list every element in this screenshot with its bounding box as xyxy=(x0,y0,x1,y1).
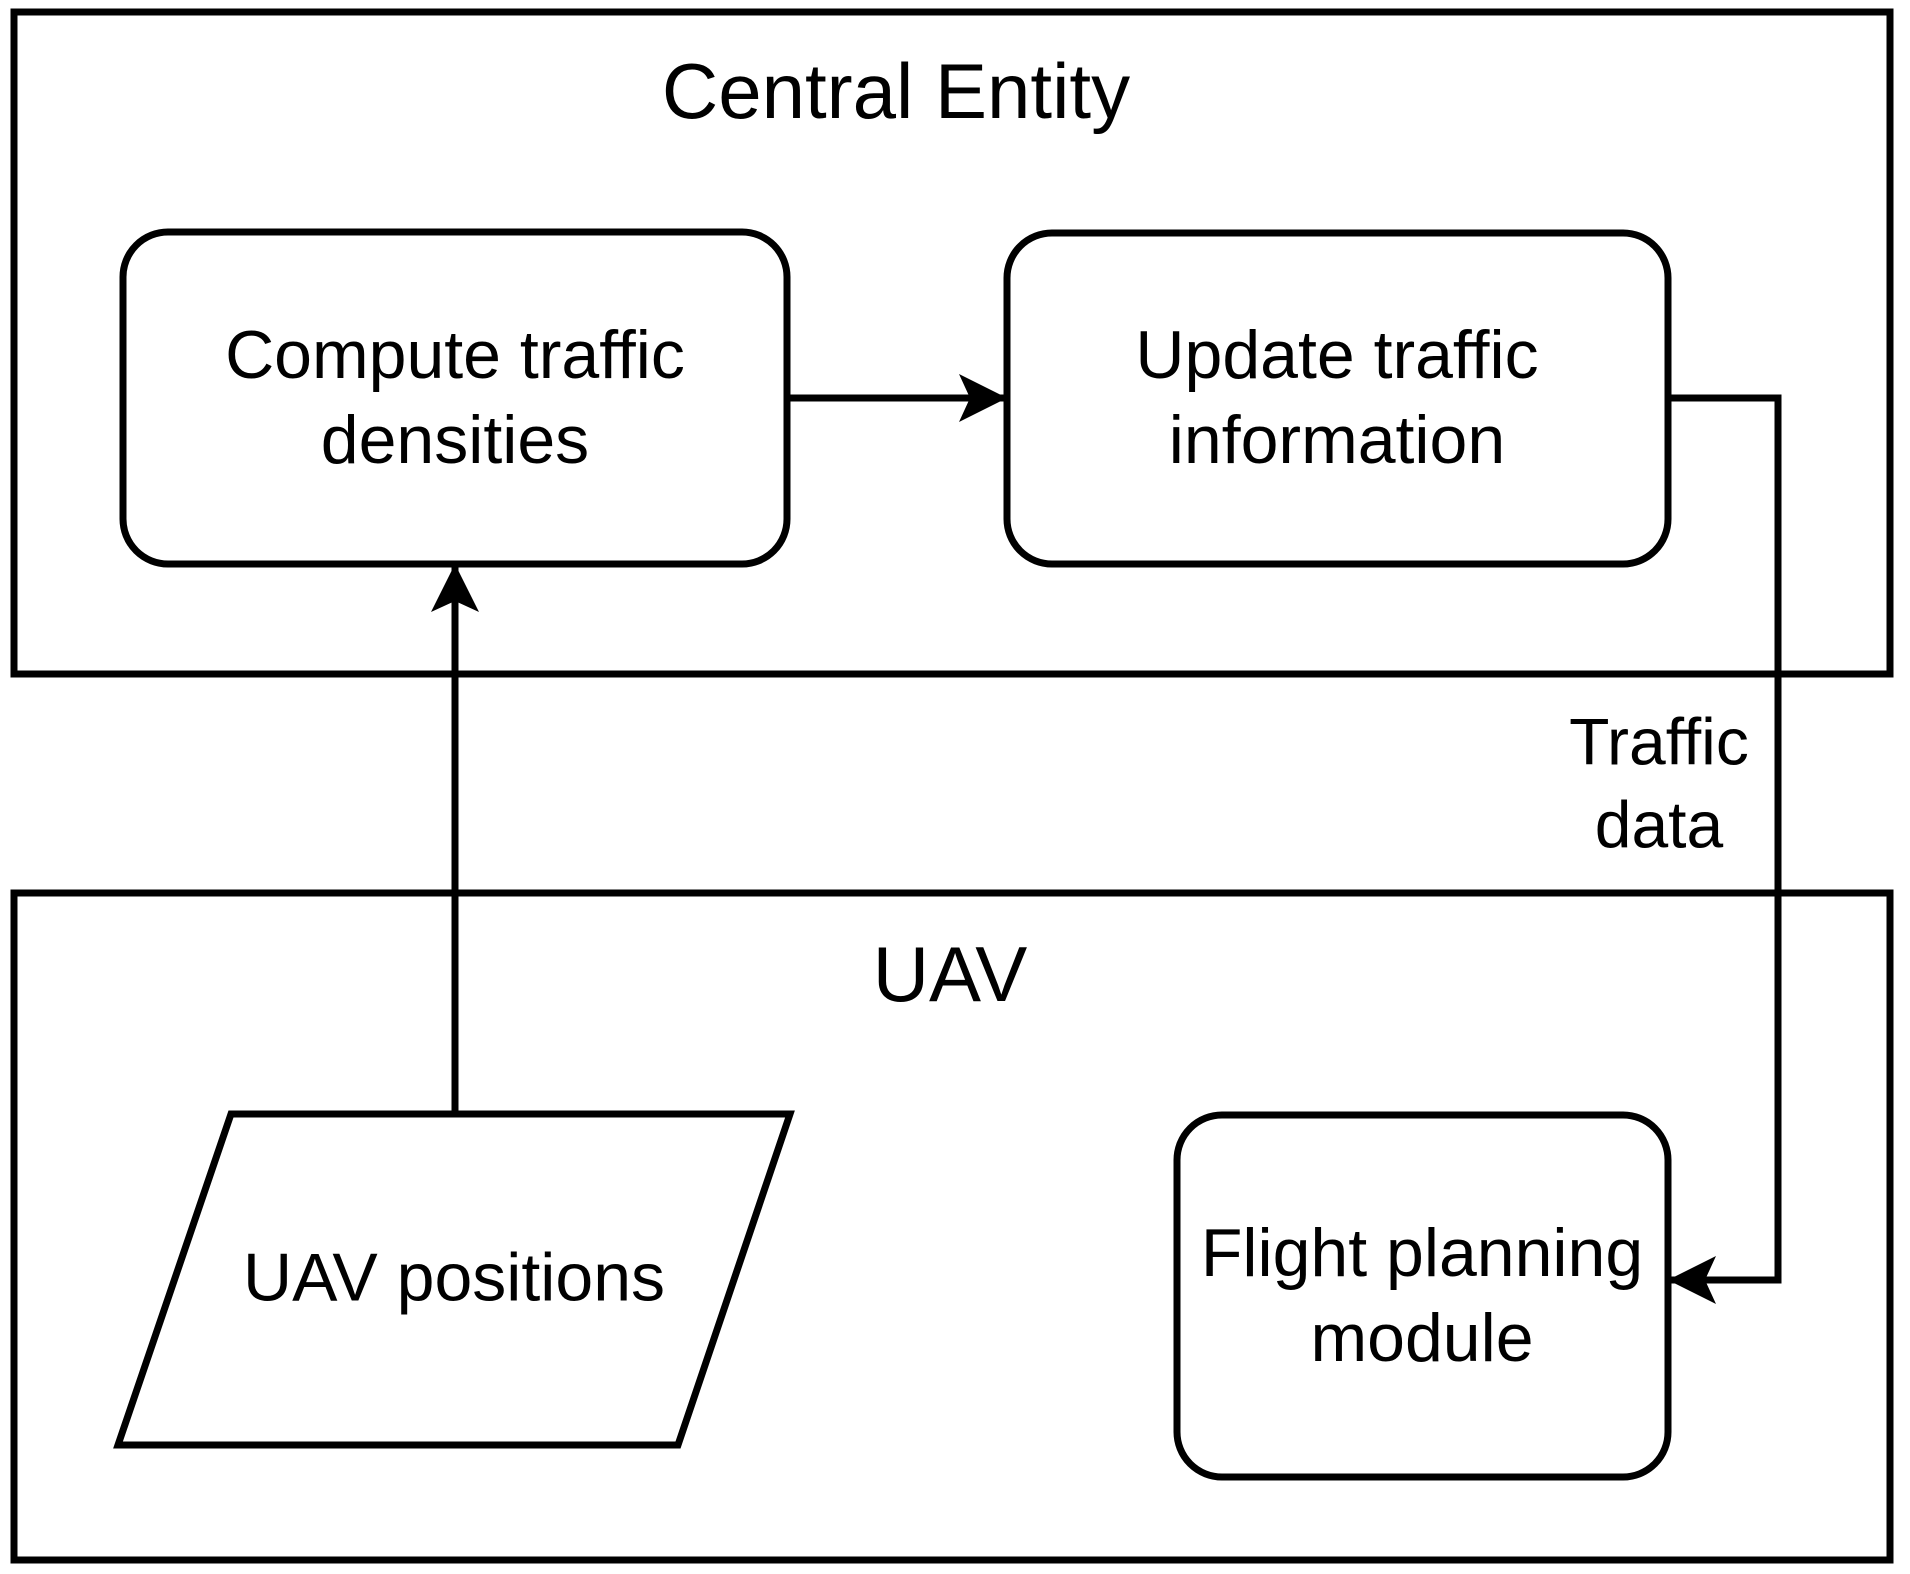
uav-title: UAV xyxy=(872,930,1028,1019)
uav-positions-label: UAV positions xyxy=(242,1239,666,1316)
compute-traffic-densities-label: Compute traffic densities xyxy=(225,317,685,478)
uav-container xyxy=(10,889,1894,1564)
uav-positions-node xyxy=(113,1110,795,1449)
traffic-data-edge-label: Traffic data xyxy=(1569,704,1749,862)
central-entity-container xyxy=(10,8,1894,678)
central-entity-title: Central Entity xyxy=(661,47,1131,136)
arrow-update-to-flight xyxy=(1668,394,1782,1304)
update-traffic-information-label: Update traffic information xyxy=(1135,317,1539,478)
flight-planning-module-label: Flight planning module xyxy=(1200,1215,1644,1376)
